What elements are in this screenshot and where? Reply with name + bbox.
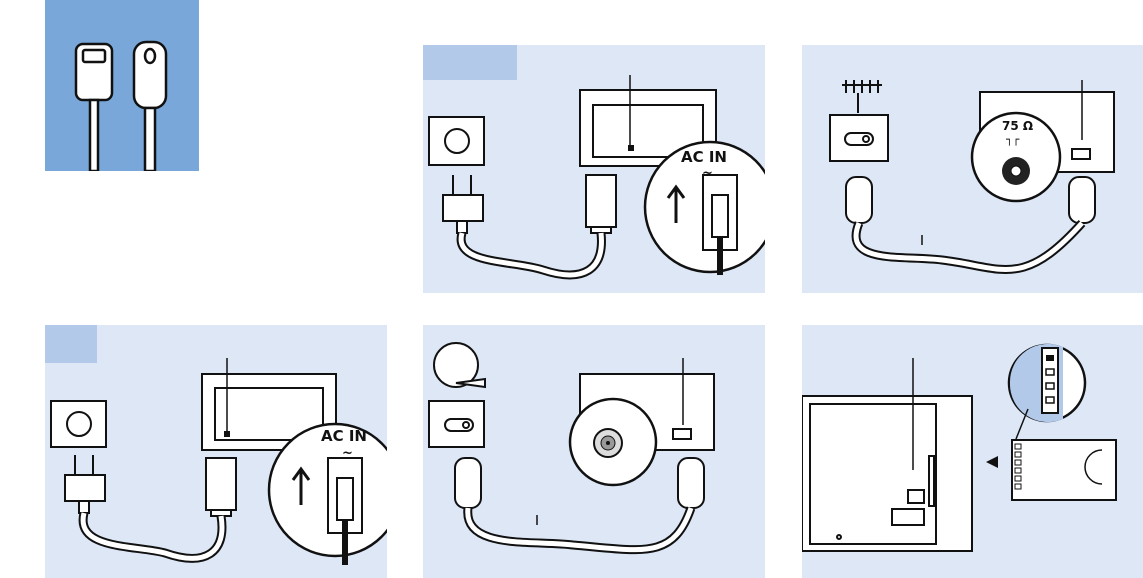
arrow-left-icon xyxy=(986,456,998,468)
ci-module-icon xyxy=(1012,440,1116,500)
ci-slot-panel xyxy=(802,325,1143,578)
power-plug-icon xyxy=(443,195,483,221)
satellite-connection-panel xyxy=(423,325,765,578)
antenna-connection-diagram: 75 Ω ┐┌ xyxy=(802,45,1143,293)
power-connection-diagram: AC IN ~ xyxy=(423,45,765,293)
port-label: 75 Ω xyxy=(1002,119,1033,133)
svg-text:┐┌: ┐┌ xyxy=(1006,133,1020,146)
port-label: AC IN xyxy=(321,427,367,445)
antenna-connection-panel: 75 Ω ┐┌ xyxy=(802,45,1143,293)
power-plug-icon xyxy=(65,475,105,501)
power-connector-icon xyxy=(206,458,236,510)
ci-slot-diagram xyxy=(802,325,1143,578)
antenna-icon xyxy=(842,80,882,113)
power-connection-panel-2: AC IN ~ xyxy=(45,325,387,578)
tv-back-icon xyxy=(802,396,972,551)
power-connection-diagram-2: AC IN ~ xyxy=(45,325,387,578)
power-connection-panel: AC IN ~ xyxy=(423,45,765,293)
port-label: AC IN xyxy=(681,148,727,166)
satellite-connection-diagram xyxy=(423,325,765,578)
power-connector-icon xyxy=(586,175,616,227)
cable-thumbnail xyxy=(45,0,199,171)
cable-connectors-icon xyxy=(45,0,199,171)
